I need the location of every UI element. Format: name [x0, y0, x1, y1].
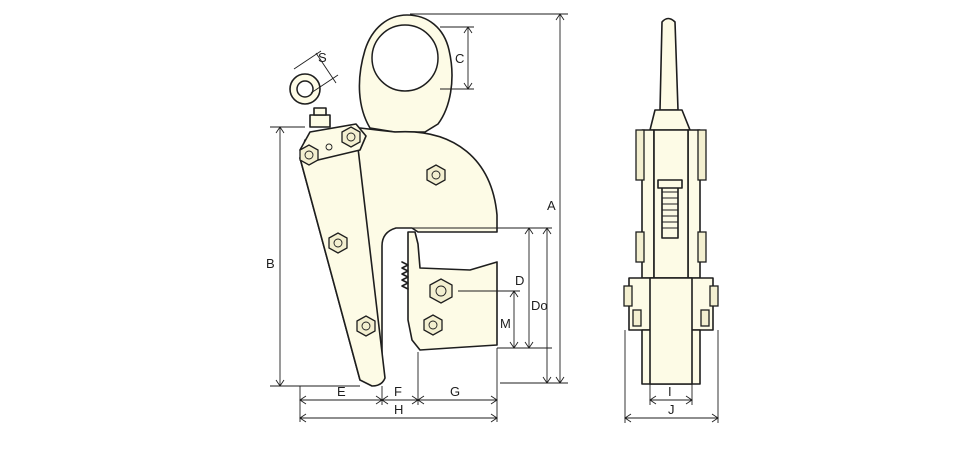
label-s: S [318, 50, 327, 65]
label-d: D [515, 273, 524, 288]
label-e: E [337, 384, 346, 399]
label-b: B [266, 256, 275, 271]
label-i: I [668, 384, 672, 399]
front-view: A C S B D Do M E F G H [266, 13, 568, 423]
label-f: F [394, 384, 402, 399]
side-view: I J [623, 17, 719, 423]
label-g: G [450, 384, 460, 399]
label-m: M [500, 316, 511, 331]
label-h: H [394, 402, 403, 417]
label-a: A [547, 198, 556, 213]
lifting-eye [358, 14, 453, 133]
label-c: C [455, 51, 464, 66]
label-j: J [668, 402, 675, 417]
front-dimensions [270, 13, 568, 423]
s-ring [289, 73, 321, 105]
front-nuts [299, 126, 453, 337]
label-do: Do [531, 298, 548, 313]
